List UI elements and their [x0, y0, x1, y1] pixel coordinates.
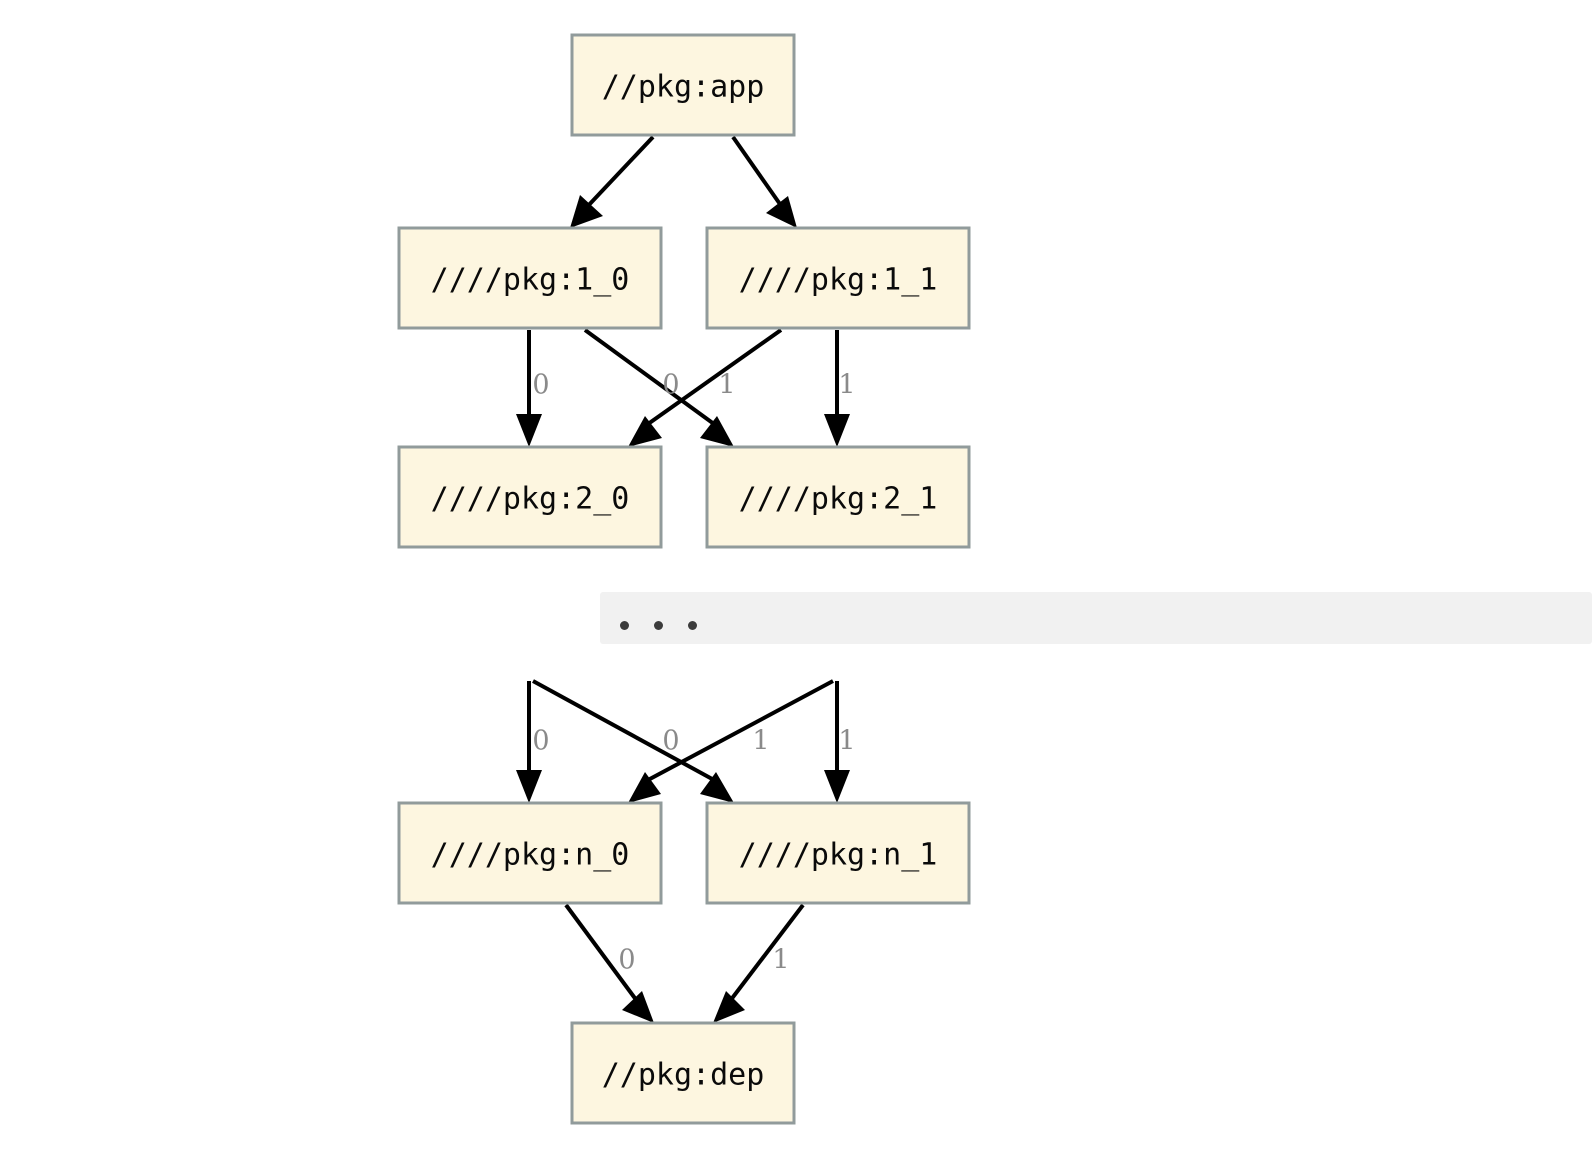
node-label-2_0: ////pkg:2_0 [431, 482, 630, 517]
ellipsis-dot-icon [620, 621, 629, 630]
ellipsis-separator [600, 592, 1592, 644]
edge-cut-to-n_0 [516, 681, 542, 803]
edge-app-to-1_0 [570, 135, 655, 228]
edge-1_0-to-2_0 [516, 330, 542, 447]
ellipsis-dot-icon [688, 621, 697, 630]
edge-label-1_1-2_1: 1 [838, 370, 855, 401]
arrowhead-icon [700, 416, 734, 447]
node-dep[interactable]: //pkg:dep [570, 1021, 796, 1125]
edge-1_1-to-2_1 [824, 330, 850, 447]
node-label-app: //pkg:app [602, 70, 765, 105]
edge-1_0-to-2_1 [583, 328, 734, 447]
arrowhead-icon [628, 416, 662, 447]
edge-label-cut-n_0-alt: 1 [752, 726, 769, 757]
arrowhead-icon [622, 991, 654, 1023]
node-1_1[interactable]: ////pkg:1_1 [705, 226, 971, 330]
node-app[interactable]: //pkg:app [570, 33, 796, 137]
node-label-1_0: ////pkg:1_0 [431, 263, 630, 298]
node-2_0[interactable]: ////pkg:2_0 [397, 445, 663, 549]
edge-label-cut-n_1-alt: 1 [838, 726, 855, 757]
edge-label-n_0-dep: 0 [618, 945, 635, 976]
edge-cut-to-n_0-right [628, 679, 834, 803]
node-n_1[interactable]: ////pkg:n_1 [705, 801, 971, 905]
node-n_0[interactable]: ////pkg:n_0 [397, 801, 663, 905]
edge-cut-to-n_1-right [824, 681, 850, 803]
node-label-2_1: ////pkg:2_1 [739, 482, 938, 517]
node-label-n_1: ////pkg:n_1 [739, 838, 938, 873]
arrowhead-icon [824, 414, 850, 447]
arrowhead-icon [824, 770, 850, 803]
edge-n_0-to-dep [564, 903, 654, 1023]
node-1_0[interactable]: ////pkg:1_0 [397, 226, 663, 330]
arrowhead-icon [766, 196, 797, 228]
edge-label-1_1-2_0: 1 [718, 370, 735, 401]
arrowhead-icon [516, 414, 542, 447]
edge-app-to-1_1 [731, 135, 797, 228]
arrowhead-icon [516, 770, 542, 803]
edge-label-1_0-2_0: 0 [532, 370, 549, 401]
ellipsis-dots [620, 621, 722, 630]
node-label-n_0: ////pkg:n_0 [431, 838, 630, 873]
edge-cut-to-n_1-left [532, 679, 734, 803]
arrowhead-icon [628, 772, 661, 803]
node-2_1[interactable]: ////pkg:2_1 [705, 445, 971, 549]
ellipsis-dot-icon [654, 621, 663, 630]
edge-1_1-to-2_0 [628, 328, 783, 447]
edge-label-1_0-2_1: 0 [662, 370, 679, 401]
node-label-1_1: ////pkg:1_1 [739, 263, 938, 298]
edge-n_1-to-dep [713, 903, 805, 1023]
node-label-dep: //pkg:dep [602, 1058, 765, 1093]
arrowhead-icon [570, 195, 603, 228]
arrowhead-icon [700, 772, 734, 803]
edge-label-cut-n_1: 0 [662, 726, 679, 757]
arrowhead-icon [713, 991, 745, 1023]
edge-label-n_1-dep: 1 [772, 945, 789, 976]
edge-label-cut-n_0: 0 [532, 726, 549, 757]
